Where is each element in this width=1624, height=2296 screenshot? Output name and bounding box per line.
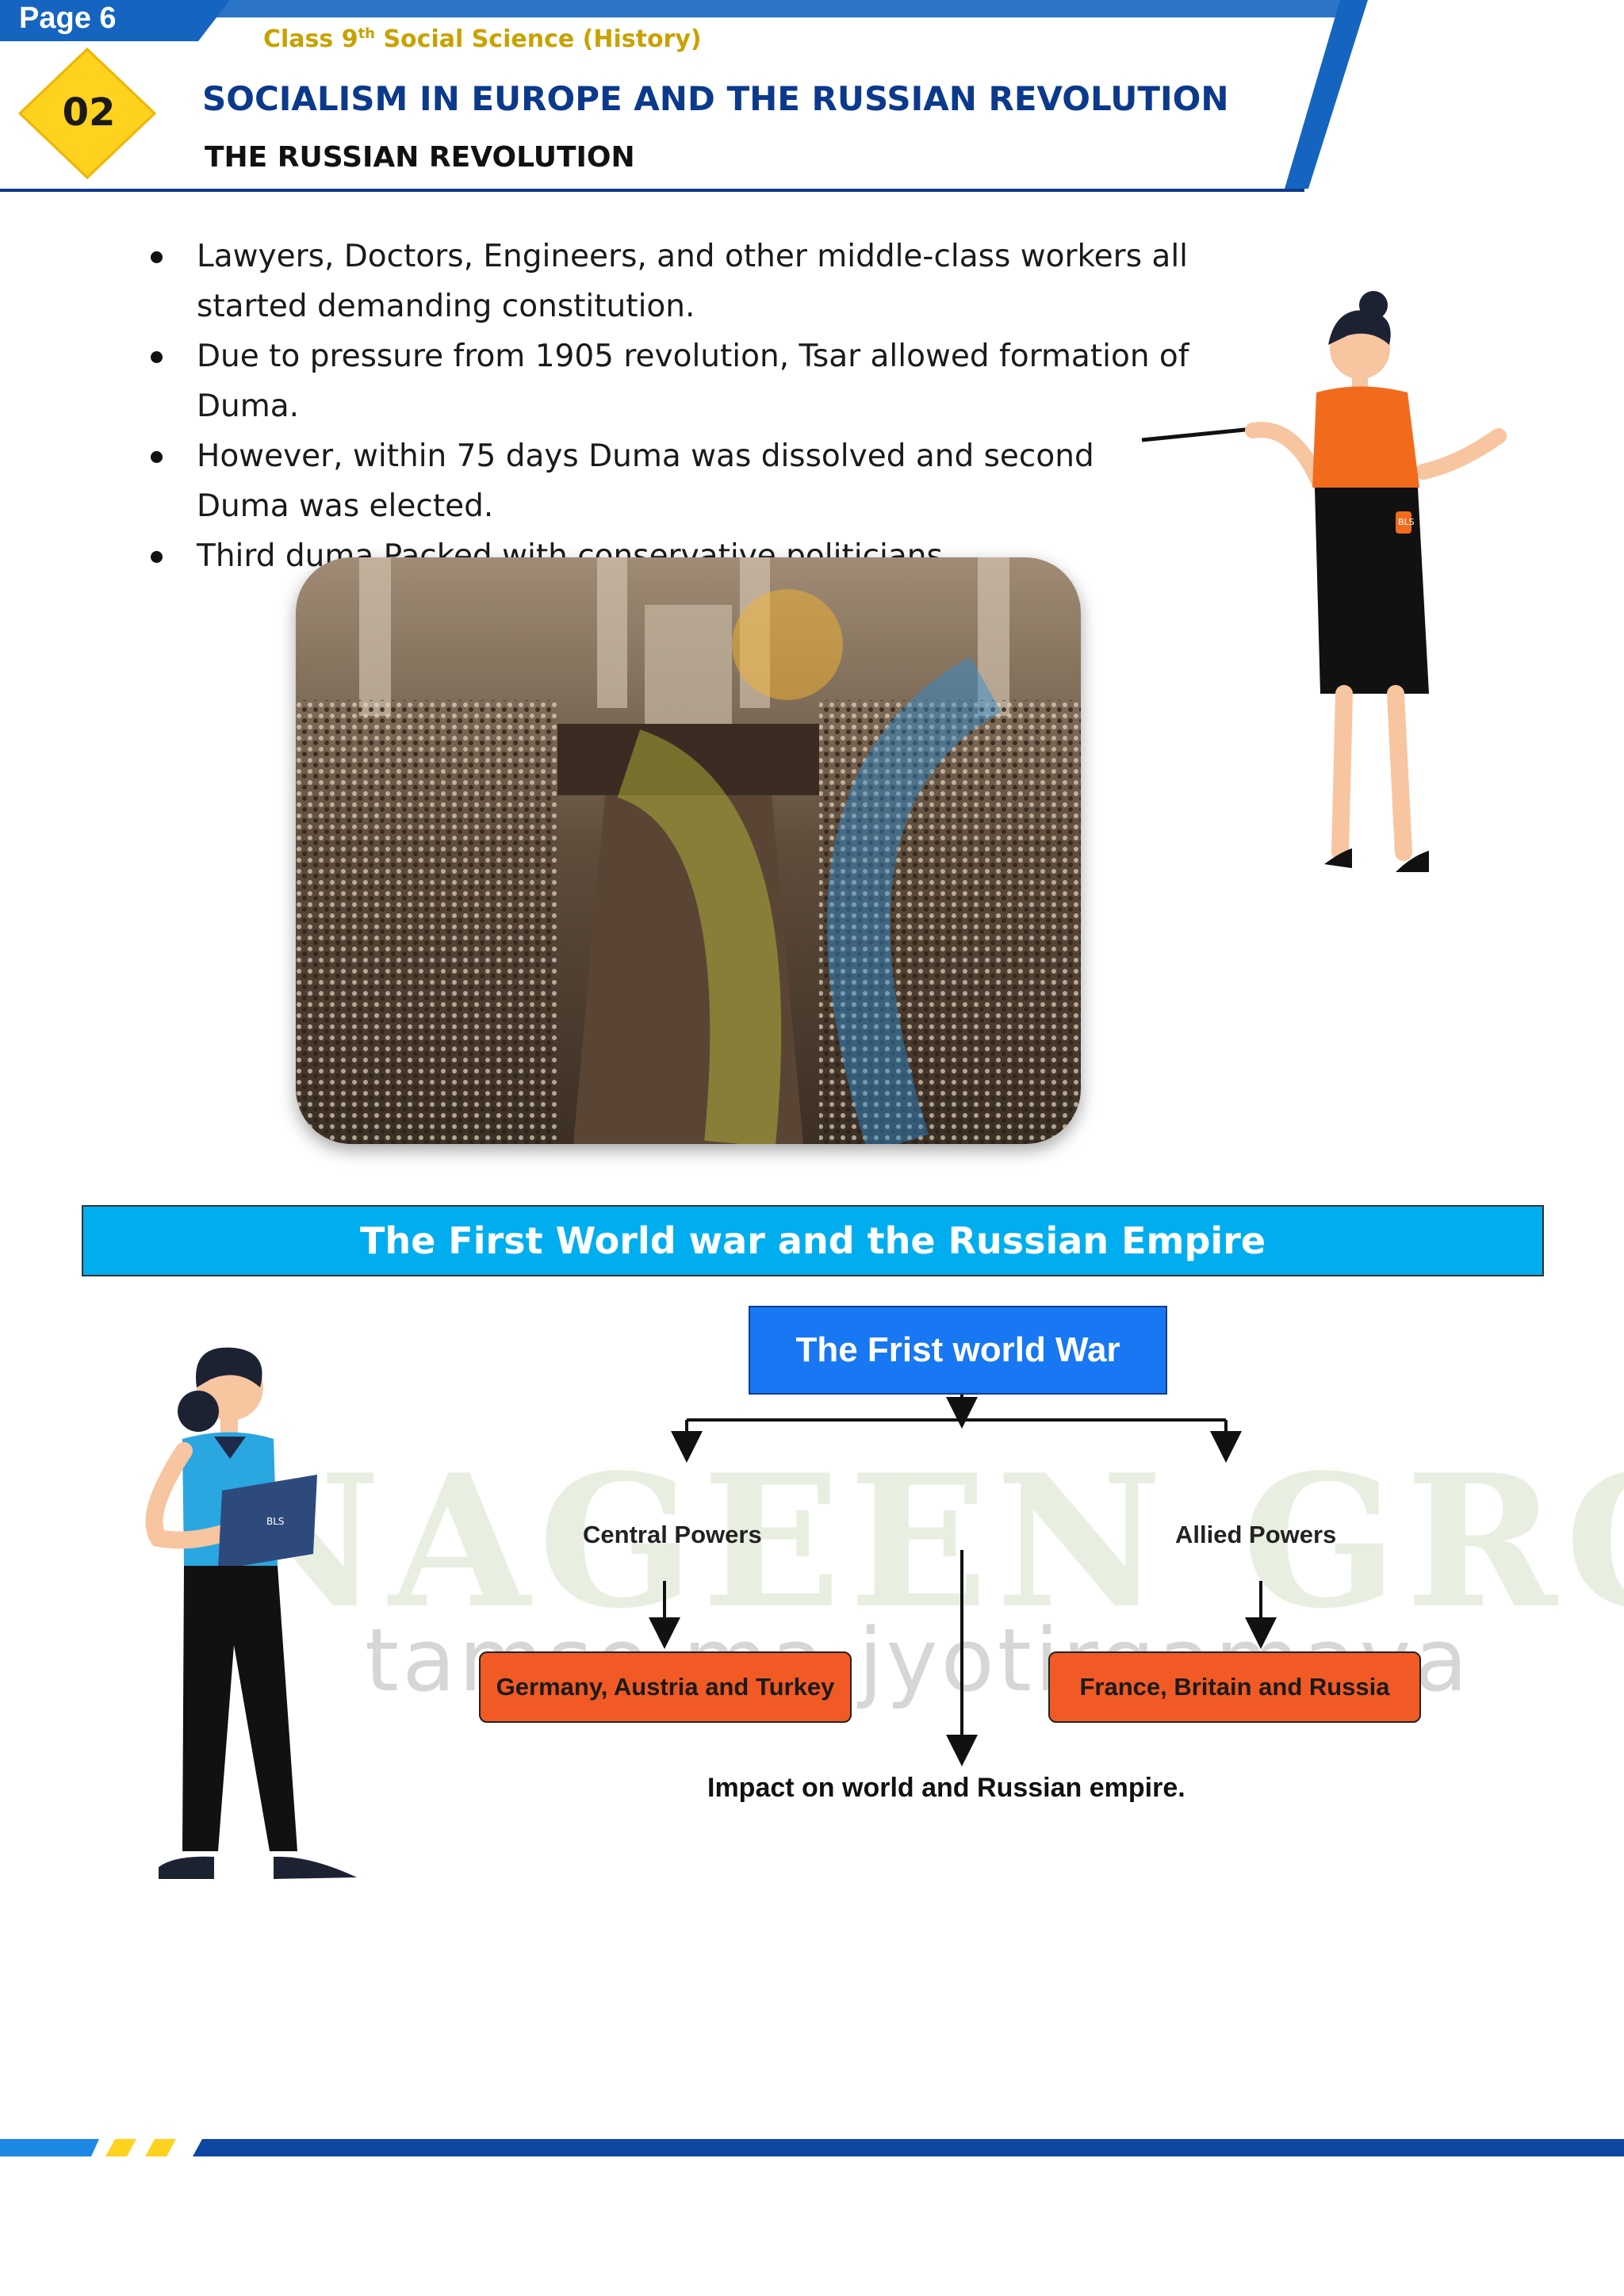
top-teacher-badge: BLS (1398, 517, 1415, 527)
central-powers-box: Germany, Austria and Turkey (479, 1651, 852, 1723)
chapter-number-badge: 02 (62, 90, 116, 135)
first-world-war-box: The Frist world War (749, 1306, 1167, 1395)
section-banner: The First World war and the Russian Empi… (82, 1205, 1544, 1276)
allied-powers-box: France, Britain and Russia (1048, 1651, 1421, 1723)
teacher-tablet-illustration: BLS (145, 1347, 357, 1879)
watermark-brand: NAGEEN GROUP (214, 1435, 1624, 1649)
class-sup: th (358, 25, 375, 42)
class-subject-line: Class 9th Social Science (History) (263, 25, 702, 53)
central-powers-label: Central Powers (583, 1521, 762, 1548)
duma-hall-photo (296, 557, 1081, 1144)
allied-powers-label: Allied Powers (1175, 1521, 1337, 1548)
section-title: THE RUSSIAN REVOLUTION (205, 141, 635, 174)
impact-text: Impact on world and Russian empire. (707, 1773, 1185, 1803)
class-prefix: Class 9 (263, 25, 358, 53)
header-decoration (0, 0, 1368, 192)
bottom-teacher-badge: BLS (266, 1516, 285, 1527)
bullet-list: Lawyers, Doctors, Engineers, and other m… (151, 232, 1245, 581)
teacher-pointer-illustration: BLS (1141, 291, 1507, 872)
page-label: Page 6 (19, 2, 117, 35)
chapter-title: SOCIALISM IN EUROPE AND THE RUSSIAN REVO… (202, 79, 1229, 118)
bullet-item: Lawyers, Doctors, Engineers, and other m… (151, 232, 1228, 331)
bullet-item: Due to pressure from 1905 revolution, Ts… (151, 331, 1245, 431)
footer-stripes (0, 2139, 1624, 2156)
class-suffix: Social Science (History) (375, 25, 702, 53)
bullet-item: However, within 75 days Duma was dissolv… (151, 431, 1148, 531)
